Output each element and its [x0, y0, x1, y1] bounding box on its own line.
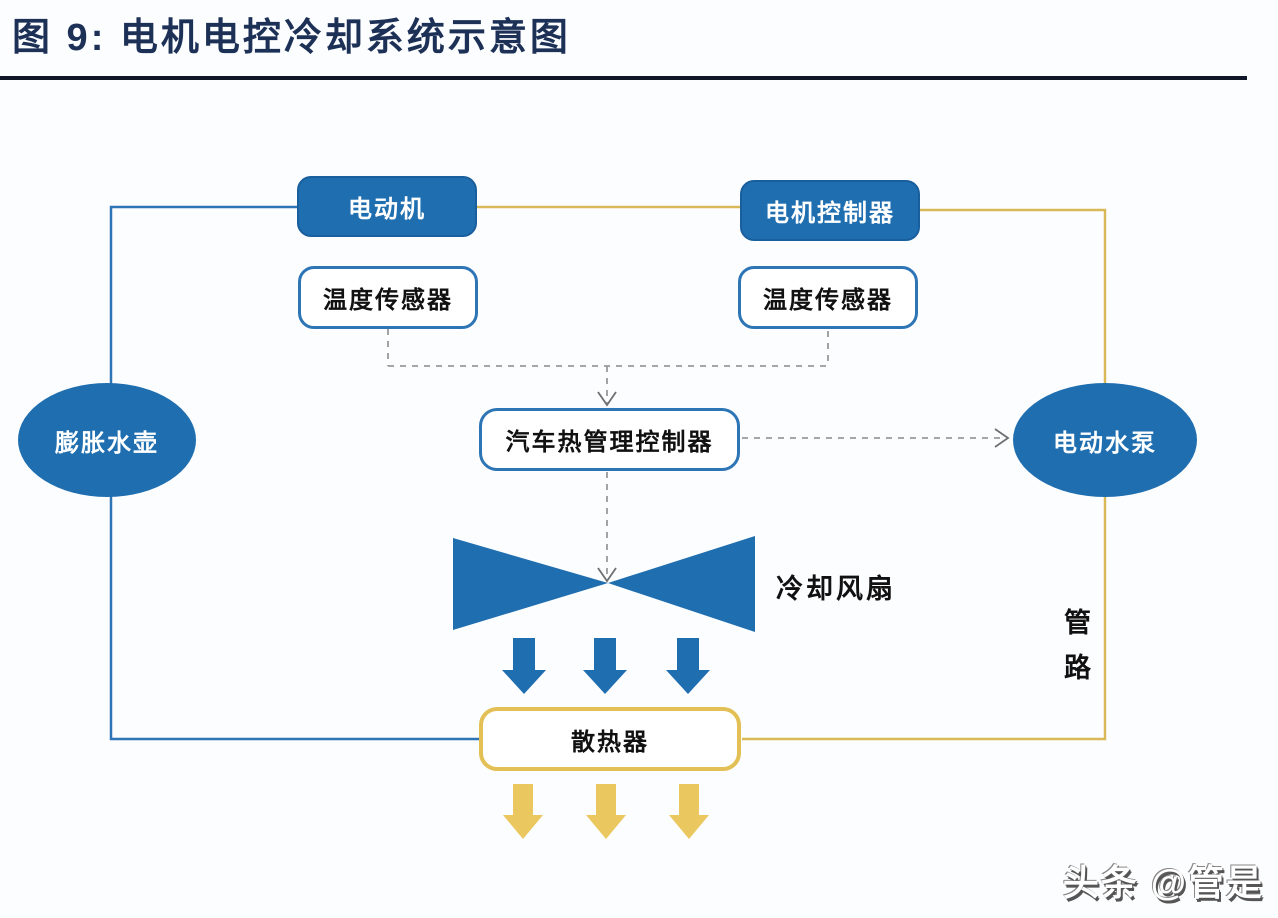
heat-arrow-yellow — [503, 784, 543, 839]
heat-arrow-yellow — [669, 784, 709, 839]
heat-arrow-yellow — [586, 784, 626, 839]
cooling-fan-icon — [453, 536, 755, 632]
node-motor-controller-label: 电机控制器 — [765, 200, 895, 227]
expansion-tank-label: 膨胀水壶 — [55, 429, 159, 457]
title-underline — [0, 76, 1247, 80]
thermal-controller-label: 汽车热管理控制器 — [505, 429, 714, 456]
pipeline-label: 管路 — [1060, 608, 1090, 698]
airflow-arrows-blue — [502, 638, 710, 694]
fan-blade-left — [453, 538, 608, 630]
node-temp-sensor-motor: 温度传感器 — [298, 266, 478, 329]
figure-title: 图 9: 电机电控冷却系统示意图 — [12, 17, 571, 59]
arrowhead-right-pump — [994, 428, 1010, 448]
heat-out-arrows-yellow — [503, 784, 709, 839]
signal-connectors — [387, 329, 1001, 576]
node-motor-controller: 电机控制器 — [740, 180, 920, 241]
node-electric-water-pump: 电动水泵 — [1013, 383, 1197, 497]
watermark-text: 头条 @管是 — [1062, 862, 1264, 903]
connector-arrowheads — [597, 391, 1010, 583]
node-temp-sensor-controller: 温度传感器 — [738, 266, 918, 329]
temp-sensor-motor-label: 温度传感器 — [323, 287, 453, 314]
node-motor: 电动机 — [297, 176, 477, 237]
node-thermal-controller: 汽车热管理控制器 — [479, 408, 740, 471]
fan-blade-right — [608, 536, 755, 632]
electric-water-pump-label: 电动水泵 — [1053, 429, 1157, 457]
airflow-arrow-blue — [583, 638, 627, 694]
cooling-fan-label: 冷却风扇 — [776, 574, 896, 604]
airflow-arrow-blue — [502, 638, 546, 694]
node-radiator: 散热器 — [479, 707, 741, 771]
arrowhead-down-fan — [597, 567, 617, 583]
arrowhead-down-controller — [597, 391, 617, 407]
node-motor-label: 电动机 — [348, 196, 426, 223]
airflow-arrow-blue — [666, 638, 710, 694]
radiator-label: 散热器 — [571, 728, 649, 756]
temp-sensor-controller-label: 温度传感器 — [763, 287, 893, 314]
node-expansion-tank: 膨胀水壶 — [18, 383, 196, 497]
